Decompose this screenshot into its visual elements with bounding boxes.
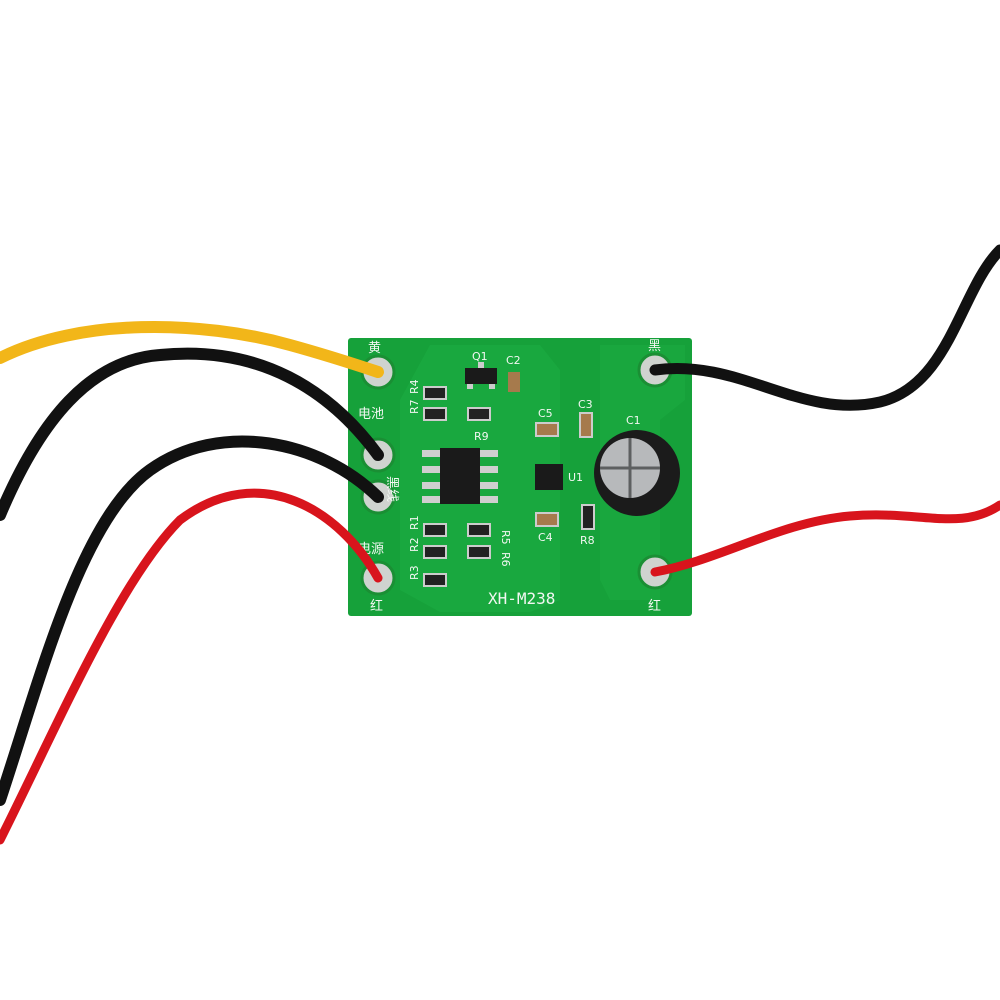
silkscreen-label: R2 [408, 537, 421, 552]
c2-capacitor [508, 372, 520, 392]
silkscreen-label: R8 [580, 534, 595, 547]
silkscreen-label: C5 [538, 407, 553, 420]
silkscreen-label: C4 [538, 531, 553, 544]
pcb-detail [422, 496, 440, 503]
pcb-detail [422, 450, 440, 457]
yellow-wire [0, 320, 384, 378]
silkscreen: 黄 电池 黑线 电源 红 黑 红 Q1 C2 R4 R7 R9 C5 C3 C1… [358, 339, 661, 614]
pcb-detail [422, 450, 498, 503]
wires [0, 244, 1000, 845]
q1-transistor [465, 368, 497, 384]
silkscreen-label: R6 [499, 552, 512, 567]
silkscreen-label: R1 [408, 515, 421, 530]
pcb-detail [422, 466, 440, 473]
pcb-detail [480, 466, 498, 473]
pcb-detail [489, 384, 495, 389]
r3-resistor [423, 573, 447, 587]
label-yellow: 黄 [368, 341, 381, 356]
label-red: 红 [370, 598, 383, 614]
silkscreen-label: C3 [578, 398, 593, 411]
silkscreen-label: R4 [408, 379, 421, 394]
r7-resistor [423, 407, 447, 421]
r9-resistor [467, 407, 491, 421]
r1-resistor [423, 523, 447, 537]
u1-chip [535, 464, 563, 490]
c5-capacitor [535, 422, 559, 437]
silkscreen-label: Q1 [472, 350, 488, 363]
r5-resistor [467, 523, 491, 537]
pcb-detail [480, 450, 498, 457]
red-wire-output [650, 500, 1000, 577]
board-model: XH-M238 [488, 589, 555, 608]
r4-resistor [423, 386, 447, 400]
pcb-detail [478, 362, 484, 368]
silkscreen-label: R5 [499, 530, 512, 545]
pcb-detail [480, 496, 498, 503]
pcb-detail [422, 482, 440, 489]
silkscreen-label: R7 [408, 399, 421, 414]
r6-resistor [467, 545, 491, 559]
smd-components [422, 362, 595, 587]
black-wire-output [649, 244, 1000, 411]
pcb-detail [480, 482, 498, 489]
ic-soic8 [440, 448, 480, 504]
silkscreen-label: C2 [506, 354, 521, 367]
c1-electrolytic-capacitor [594, 430, 680, 516]
label-battery: 电池 [358, 407, 384, 422]
silkscreen-label: R9 [474, 430, 489, 443]
silkscreen-label: R3 [408, 565, 421, 580]
silkscreen-label: C1 [626, 414, 641, 427]
c4-capacitor [535, 512, 559, 527]
black-wire-battery [0, 347, 384, 521]
c3-capacitor [579, 412, 593, 438]
label-right-black: 黑 [648, 339, 661, 354]
black-wire-ground [0, 435, 384, 806]
r2-resistor [423, 545, 447, 559]
silkscreen-label: U1 [568, 471, 583, 484]
label-black-wire: 黑线 [384, 476, 399, 502]
label-right-red: 红 [648, 598, 661, 614]
r8-resistor [581, 504, 595, 530]
red-wire-power [0, 488, 383, 845]
pcb-detail [467, 384, 473, 389]
pcb-detail [600, 438, 660, 498]
